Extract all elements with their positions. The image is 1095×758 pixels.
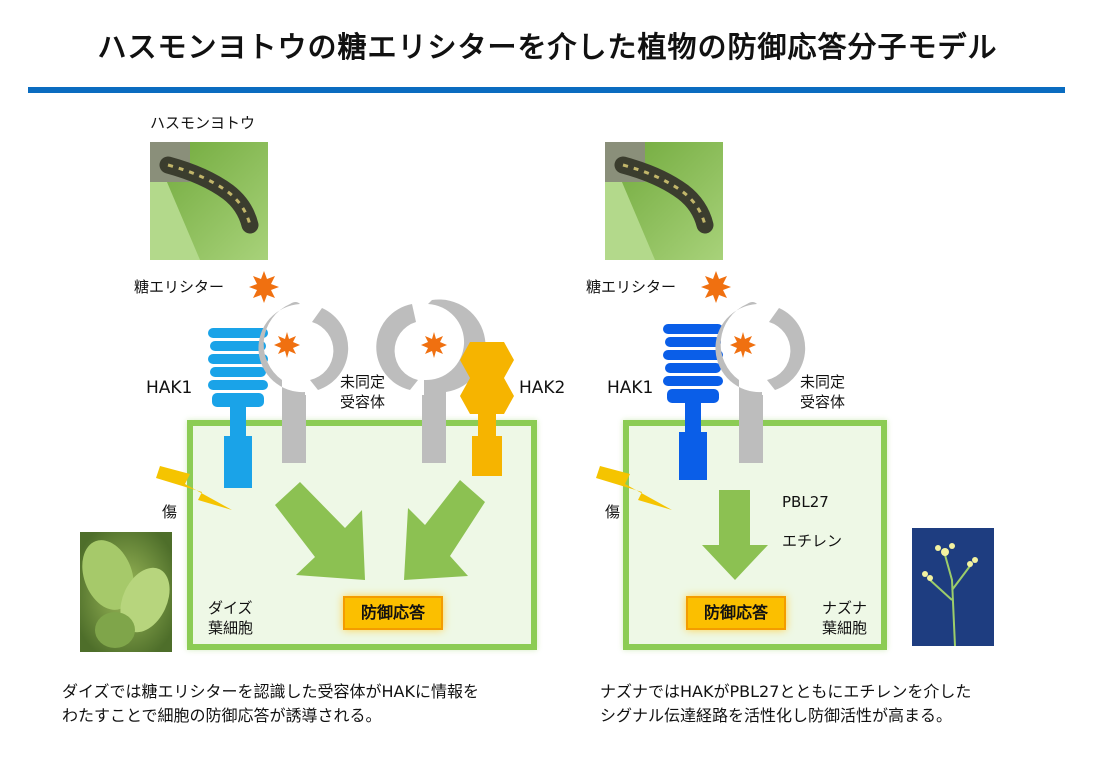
arabidopsis-photo (912, 528, 994, 647)
left-caption: ダイズでは糖エリシターを認識した受容体がHAKに情報を わたすことで細胞の防御応… (62, 682, 479, 725)
right-elicitor-bound (730, 332, 756, 358)
left-defense-response: 防御応答 (343, 596, 443, 630)
left-hak2-label: HAK2 (519, 378, 566, 398)
left-elicitor-bound-1 (274, 332, 300, 358)
left-wound-lightning (156, 466, 232, 510)
right-hak1-label: HAK1 (607, 378, 654, 398)
right-wound-label: 傷 (605, 503, 621, 521)
title-underline (28, 87, 1065, 93)
right-unknown-receptor-label: 未同定 受容体 (800, 373, 846, 411)
right-wound-lightning (596, 466, 672, 510)
right-pbl27-label: PBL27 (782, 493, 829, 511)
right-caption: ナズナではHAKがPBL27とともにエチレンを介した シグナル伝達経路を活性化し… (600, 682, 972, 725)
left-hak2-receptor (460, 342, 514, 476)
left-elicitor-label: 糖エリシター (134, 278, 225, 296)
page-title: ハスモンヨトウの糖エリシターを介した植物の防御応答分子モデル (97, 30, 998, 64)
left-caterpillar-photo (150, 142, 268, 260)
left-wound-label: 傷 (162, 503, 178, 521)
left-hak1-label: HAK1 (146, 378, 193, 398)
left-arrow-2 (404, 480, 485, 580)
left-elicitor-star (249, 271, 279, 303)
left-unknown-receptor-label: 未同定 受容体 (340, 373, 386, 411)
left-elicitor-bound-2 (421, 332, 447, 358)
right-defense-response: 防御応答 (686, 596, 786, 630)
right-elicitor-label: 糖エリシター (586, 278, 677, 296)
left-arrow-1 (275, 482, 365, 580)
right-ethylene-label: エチレン (782, 532, 843, 550)
right-hak1-receptor (663, 324, 723, 480)
left-unknown-receptor-1 (258, 302, 349, 463)
right-caterpillar-photo (605, 142, 723, 260)
right-arrow (702, 490, 768, 580)
soybean-leaf-photo (80, 532, 172, 652)
left-hak1-receptor (208, 328, 268, 488)
left-insect-label: ハスモンヨトウ (150, 114, 256, 132)
right-elicitor-star (701, 271, 731, 303)
right-cell-label: ナズナ 葉細胞 (822, 599, 868, 637)
right-unknown-receptor (715, 302, 806, 463)
left-cell-label: ダイズ 葉細胞 (208, 599, 254, 637)
left-unknown-receptor-2 (376, 299, 486, 463)
